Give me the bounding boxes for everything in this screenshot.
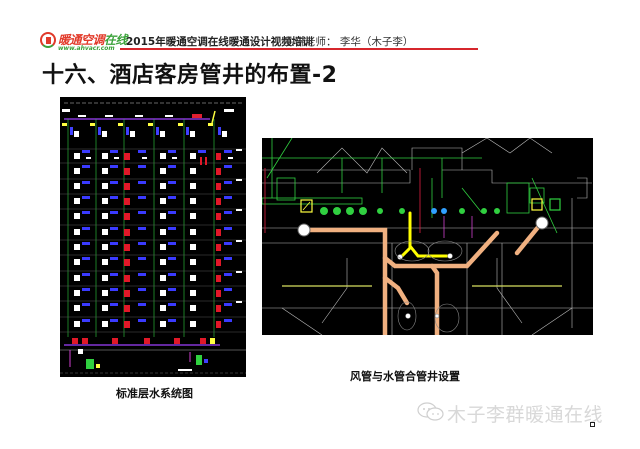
logo-house-icon	[40, 32, 56, 48]
logo-name-part1: 暖通空调	[58, 33, 105, 47]
logo-name-part2: 在线	[104, 33, 128, 47]
small-square-marker	[590, 422, 595, 427]
caption-water-system: 标准层水系统图	[116, 387, 193, 400]
brand-logo: 暖通空调在线 www.ahvacr.com	[40, 31, 128, 53]
shaft-plan-drawing	[262, 138, 593, 335]
course-title: 2015年暖通空调在线暖通设计视频培训	[126, 36, 313, 48]
slide-title: 十六、酒店客房管井的布置-2	[42, 63, 338, 88]
water-system-drawing	[60, 102, 246, 374]
watermark-text: 木子李群暖通在线	[447, 404, 604, 426]
logo-name: 暖通空调在线	[58, 31, 128, 48]
combined-shaft-plan	[262, 138, 593, 335]
logo-url: www.ahvacr.com	[58, 45, 115, 52]
water-system-diagram	[60, 97, 246, 377]
caption-combined-shaft: 风管与水管合管井设置	[350, 370, 460, 383]
lecturer-name: 主讲老师： 李华（木子李）	[284, 36, 414, 48]
header-divider	[120, 48, 478, 50]
wechat-icon	[417, 402, 444, 421]
